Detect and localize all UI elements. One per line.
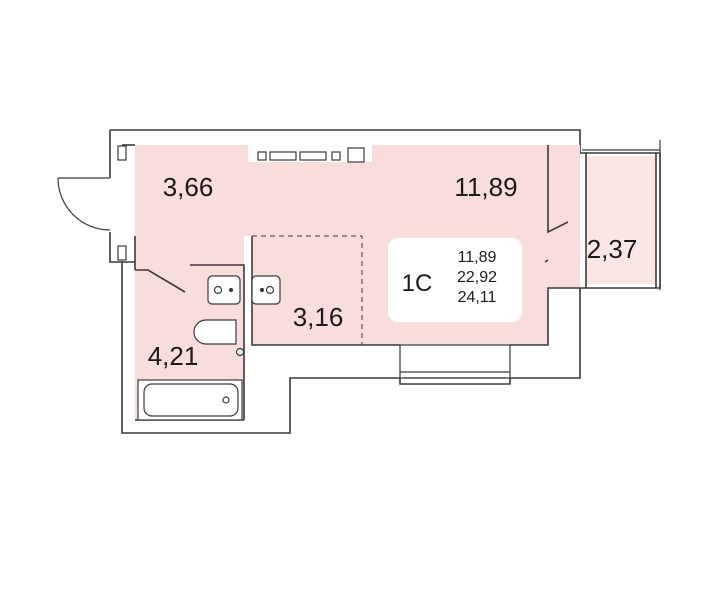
kitchen-sink	[207, 275, 281, 305]
bath-wall-slot	[117, 245, 127, 261]
total-with-balcony-value: 24,11	[458, 289, 497, 306]
exterior-walls	[109, 129, 661, 434]
entrance-door[interactable]	[57, 177, 111, 231]
window-recess-fill	[548, 145, 580, 288]
balcony-fill	[586, 156, 656, 284]
hall-area-label: 3,66	[163, 172, 214, 202]
top-windows	[117, 145, 365, 261]
living-area-value: 11,89	[458, 249, 497, 266]
interior-walls	[122, 144, 657, 421]
bathtub	[137, 379, 243, 421]
kitchen-partition	[252, 235, 363, 345]
total-area-value: 22,92	[457, 269, 497, 286]
apartment-type-label: 1С	[402, 270, 433, 297]
living-area-label: 11,89	[454, 172, 517, 202]
hall-fill	[135, 145, 548, 236]
balcony-rail	[582, 140, 661, 290]
bathroom-area-label: 4,21	[148, 341, 199, 371]
apartment-info-card[interactable]: 1С 11,89 22,92 24,11	[388, 238, 522, 322]
balcony-area-label: 2,37	[587, 234, 638, 264]
toilet	[193, 319, 245, 357]
bottom-window	[399, 344, 511, 379]
kitchen-area-label: 3,16	[293, 302, 344, 332]
hall-window-slot	[117, 145, 127, 161]
